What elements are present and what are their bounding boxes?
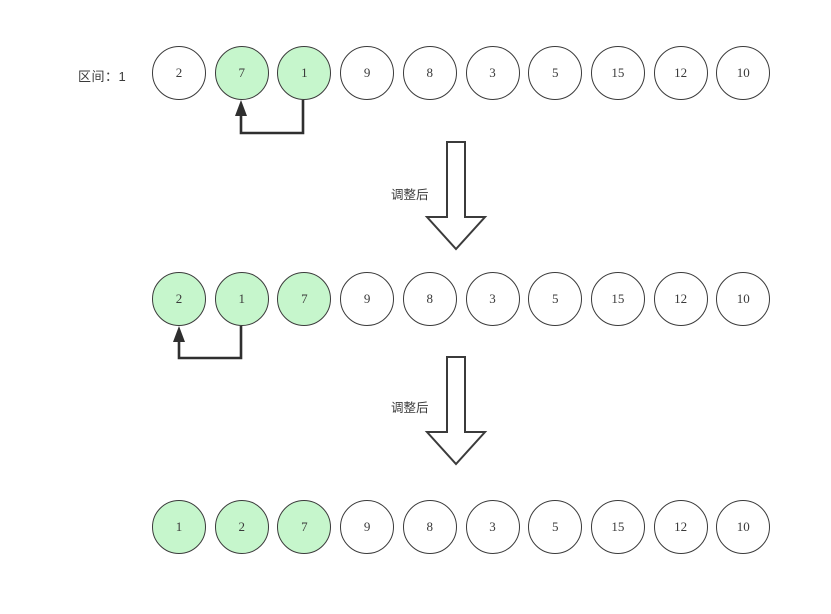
array-cell: 7 bbox=[277, 500, 332, 554]
array-cell: 8 bbox=[402, 500, 457, 554]
array-cell: 7 bbox=[277, 272, 332, 326]
array-cell: 15 bbox=[590, 500, 645, 554]
array-cell: 10 bbox=[716, 46, 771, 100]
array-cell: 1 bbox=[152, 500, 206, 554]
array-cell: 5 bbox=[528, 46, 583, 100]
array-cell: 12 bbox=[653, 46, 708, 100]
array-cell: 3 bbox=[465, 46, 520, 100]
array-cell: 15 bbox=[590, 46, 645, 100]
transition-caption-2: 调整后 bbox=[391, 401, 429, 415]
array-cell: 9 bbox=[340, 46, 395, 100]
down-arrow-icon-1 bbox=[424, 141, 488, 251]
array-cell: 2 bbox=[152, 272, 206, 326]
array-cell: 1 bbox=[277, 46, 332, 100]
array-cell: 1 bbox=[214, 272, 269, 326]
array-cell: 12 bbox=[653, 272, 708, 326]
array-cell: 8 bbox=[402, 272, 457, 326]
array-cell: 2 bbox=[214, 500, 269, 554]
array-cell: 8 bbox=[402, 46, 457, 100]
array-cell: 7 bbox=[214, 46, 269, 100]
array-cell: 9 bbox=[340, 272, 395, 326]
array-cell: 3 bbox=[465, 272, 520, 326]
swap-connector-row-2 bbox=[168, 326, 258, 371]
array-cell: 15 bbox=[590, 272, 645, 326]
interval-label: 区间：1 bbox=[78, 69, 127, 84]
array-cell: 10 bbox=[716, 500, 771, 554]
array-cell: 2 bbox=[152, 46, 206, 100]
array-cell: 5 bbox=[528, 272, 583, 326]
array-cell: 10 bbox=[716, 272, 771, 326]
down-arrow-icon-2 bbox=[424, 356, 488, 466]
array-cell: 12 bbox=[653, 500, 708, 554]
transition-caption-1: 调整后 bbox=[391, 188, 429, 202]
array-cell: 5 bbox=[528, 500, 583, 554]
array-cell: 3 bbox=[465, 500, 520, 554]
swap-connector-row-1 bbox=[230, 100, 320, 145]
array-cell: 9 bbox=[340, 500, 395, 554]
